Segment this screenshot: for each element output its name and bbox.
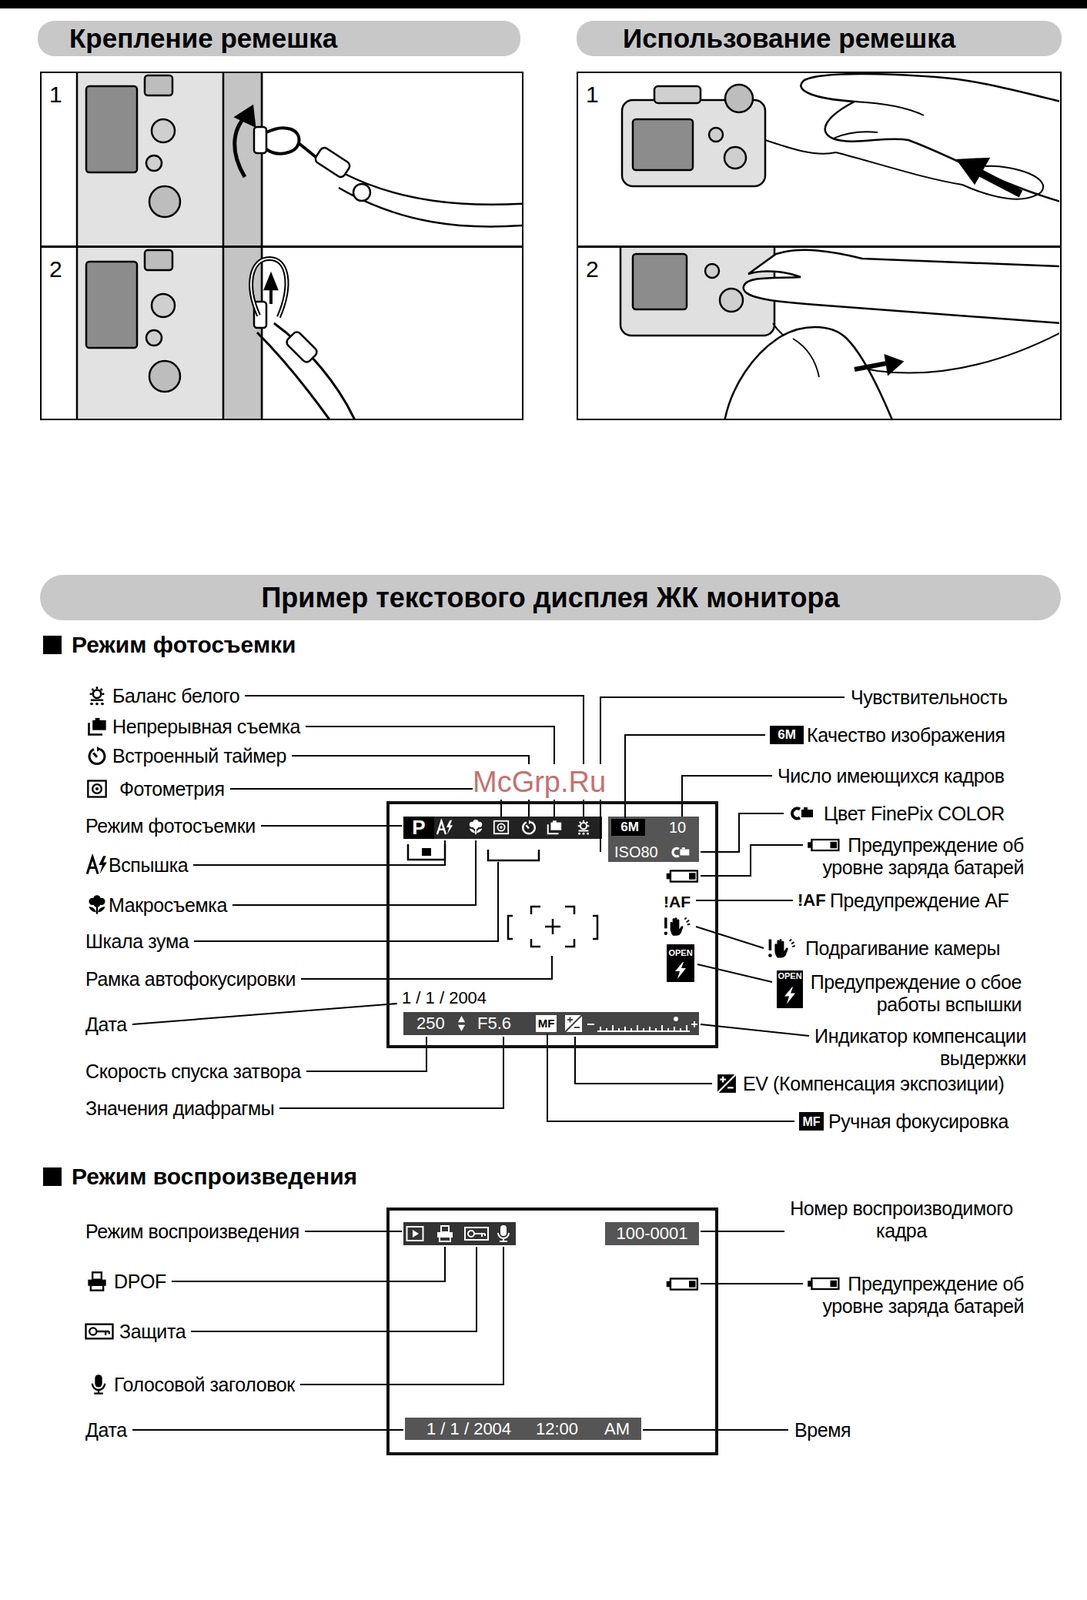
callout-label: Цвет FinePix COLOR — [823, 802, 1005, 826]
display-readout: F5.6 — [477, 1013, 512, 1034]
callout-label: Дата — [85, 1013, 128, 1037]
callout-label: Баланс белого — [112, 685, 240, 708]
callout-label: Чувствительность — [850, 686, 1008, 710]
band-title: Использование ремешка — [622, 22, 956, 55]
leader-line — [132, 1429, 404, 1432]
leader-line — [301, 956, 552, 980]
leader-line — [695, 926, 764, 949]
step-number: 1 — [585, 80, 599, 109]
strap-attach-step1 — [76, 73, 522, 246]
section-heading: Режим фотосъемки — [71, 631, 297, 659]
icon-text: MF — [802, 1114, 820, 1130]
step-number: 1 — [49, 80, 63, 109]
lcd-screen: P 6M 10ISO80 !AF OPEN 1 / 1 / 2004 250 F5.6 MF — [386, 801, 719, 1049]
section-markers — [43, 635, 62, 1187]
watermark: McGrp.Ru — [472, 764, 606, 800]
strap-attach-step2 — [76, 247, 356, 419]
band-title: Пример текстового дисплея ЖК монитора — [260, 581, 840, 615]
callout-icons — [86, 686, 840, 1394]
display-readout: ISO80 — [614, 842, 659, 862]
icon-text: 6M — [777, 727, 797, 743]
callout-label: Предупреждение AF — [829, 889, 1009, 913]
leader-line — [682, 775, 773, 817]
leader-line — [171, 1247, 445, 1282]
callout-label: Непрерывная съемка — [112, 715, 301, 739]
icon-text: !AF — [797, 890, 827, 911]
leader-line — [700, 1230, 785, 1233]
strap-use-step2 — [620, 247, 1060, 419]
section-heading: Режим воспроизведения — [71, 1163, 358, 1191]
leader-line — [575, 1036, 713, 1084]
leader-line — [193, 862, 499, 942]
band-title: Крепление ремешка — [69, 22, 338, 55]
display-readout: 6M — [620, 819, 639, 836]
callout-label: Голосовой заголовок — [113, 1374, 295, 1397]
display-readout: 250 — [416, 1013, 445, 1034]
display-readout: !AF — [663, 892, 691, 912]
callout-label: Скорость спуска затвора — [85, 1060, 302, 1084]
callout-label: Предупреждение о сбое работы вспышки — [782, 971, 1022, 1017]
callout-label: Подрагивание камеры — [805, 937, 1001, 960]
callout-label: Ручная фокусировка — [828, 1110, 1009, 1134]
display-readout: P — [411, 816, 425, 840]
illustration-panel: 1 — [40, 71, 524, 248]
display-readout: AM — [604, 1419, 630, 1440]
leader-line — [193, 840, 445, 866]
leader-line — [132, 1003, 398, 1025]
strap-use-step1 — [622, 73, 1060, 202]
illustration-panel: 1 — [576, 71, 1062, 248]
callout-label: Время — [794, 1419, 851, 1442]
leader-line — [232, 840, 476, 906]
callout-label: Встроенный таймер — [112, 745, 287, 768]
callout-label: Макросъемка — [108, 894, 228, 917]
callout-label: Качество изображения — [806, 724, 1006, 747]
display-readout: MF — [538, 1016, 556, 1031]
display-readout: 1 / 1 / 2004 — [401, 988, 487, 1009]
step-number: 2 — [585, 255, 599, 284]
callout-label: Режим воспроизведения — [85, 1220, 300, 1244]
section-band: Крепление ремешка — [37, 20, 521, 57]
icon-text: OPEN — [777, 971, 802, 982]
callout-label: Значения диафрагмы — [85, 1097, 275, 1121]
display-readout: 100-0001 — [616, 1224, 689, 1245]
callout-label: Вспышка — [108, 854, 188, 877]
section-band: Использование ремешка — [576, 20, 1062, 57]
display-readout: OPEN — [668, 948, 693, 959]
display-readout: 12:00 — [535, 1419, 579, 1440]
illustration-panel: 2 — [576, 246, 1062, 421]
leader-line — [306, 1036, 427, 1072]
leader-line — [700, 813, 784, 853]
callout-label: DPOF — [113, 1270, 167, 1294]
callout-label: Защита — [119, 1321, 186, 1344]
display-readout: 1 / 1 / 2004 — [426, 1419, 512, 1440]
callout-label: Число имеющихся кадров — [777, 765, 1005, 788]
callout-label: Индикатор компенсации выдержки — [791, 1025, 1027, 1071]
section-band: Пример текстового дисплея ЖК монитора — [40, 575, 1061, 621]
callout-label: Режим фотосъемки — [85, 815, 256, 838]
leader-line — [300, 1247, 504, 1385]
callout-label: Фотометрия — [119, 778, 225, 801]
illustration-panel: 2 — [40, 246, 524, 421]
callout-label: Номер воспроизводимого кадра — [782, 1197, 1021, 1243]
leader-line — [190, 1247, 477, 1332]
leader-line — [260, 825, 402, 827]
display-readout: 10 — [668, 818, 686, 837]
leader-line — [697, 964, 773, 983]
callout-label: EV (Компенсация экспозиции) — [742, 1073, 1005, 1096]
top-rule — [0, 0, 1087, 9]
callout-label: Шкала зума — [85, 930, 189, 954]
leader-line — [695, 899, 793, 902]
lcd-screen: 100-0001 1 / 1 / 2004 12:00 AM — [386, 1207, 719, 1456]
callout-label: Рамка автофокусировки — [85, 968, 296, 991]
callout-label: Предупреждение об уровне заряда батарей — [792, 1273, 1024, 1318]
callout-label: Предупреждение об уровне заряда батарей — [792, 834, 1024, 880]
callout-label: Дата — [85, 1419, 128, 1442]
step-number: 2 — [49, 255, 63, 284]
